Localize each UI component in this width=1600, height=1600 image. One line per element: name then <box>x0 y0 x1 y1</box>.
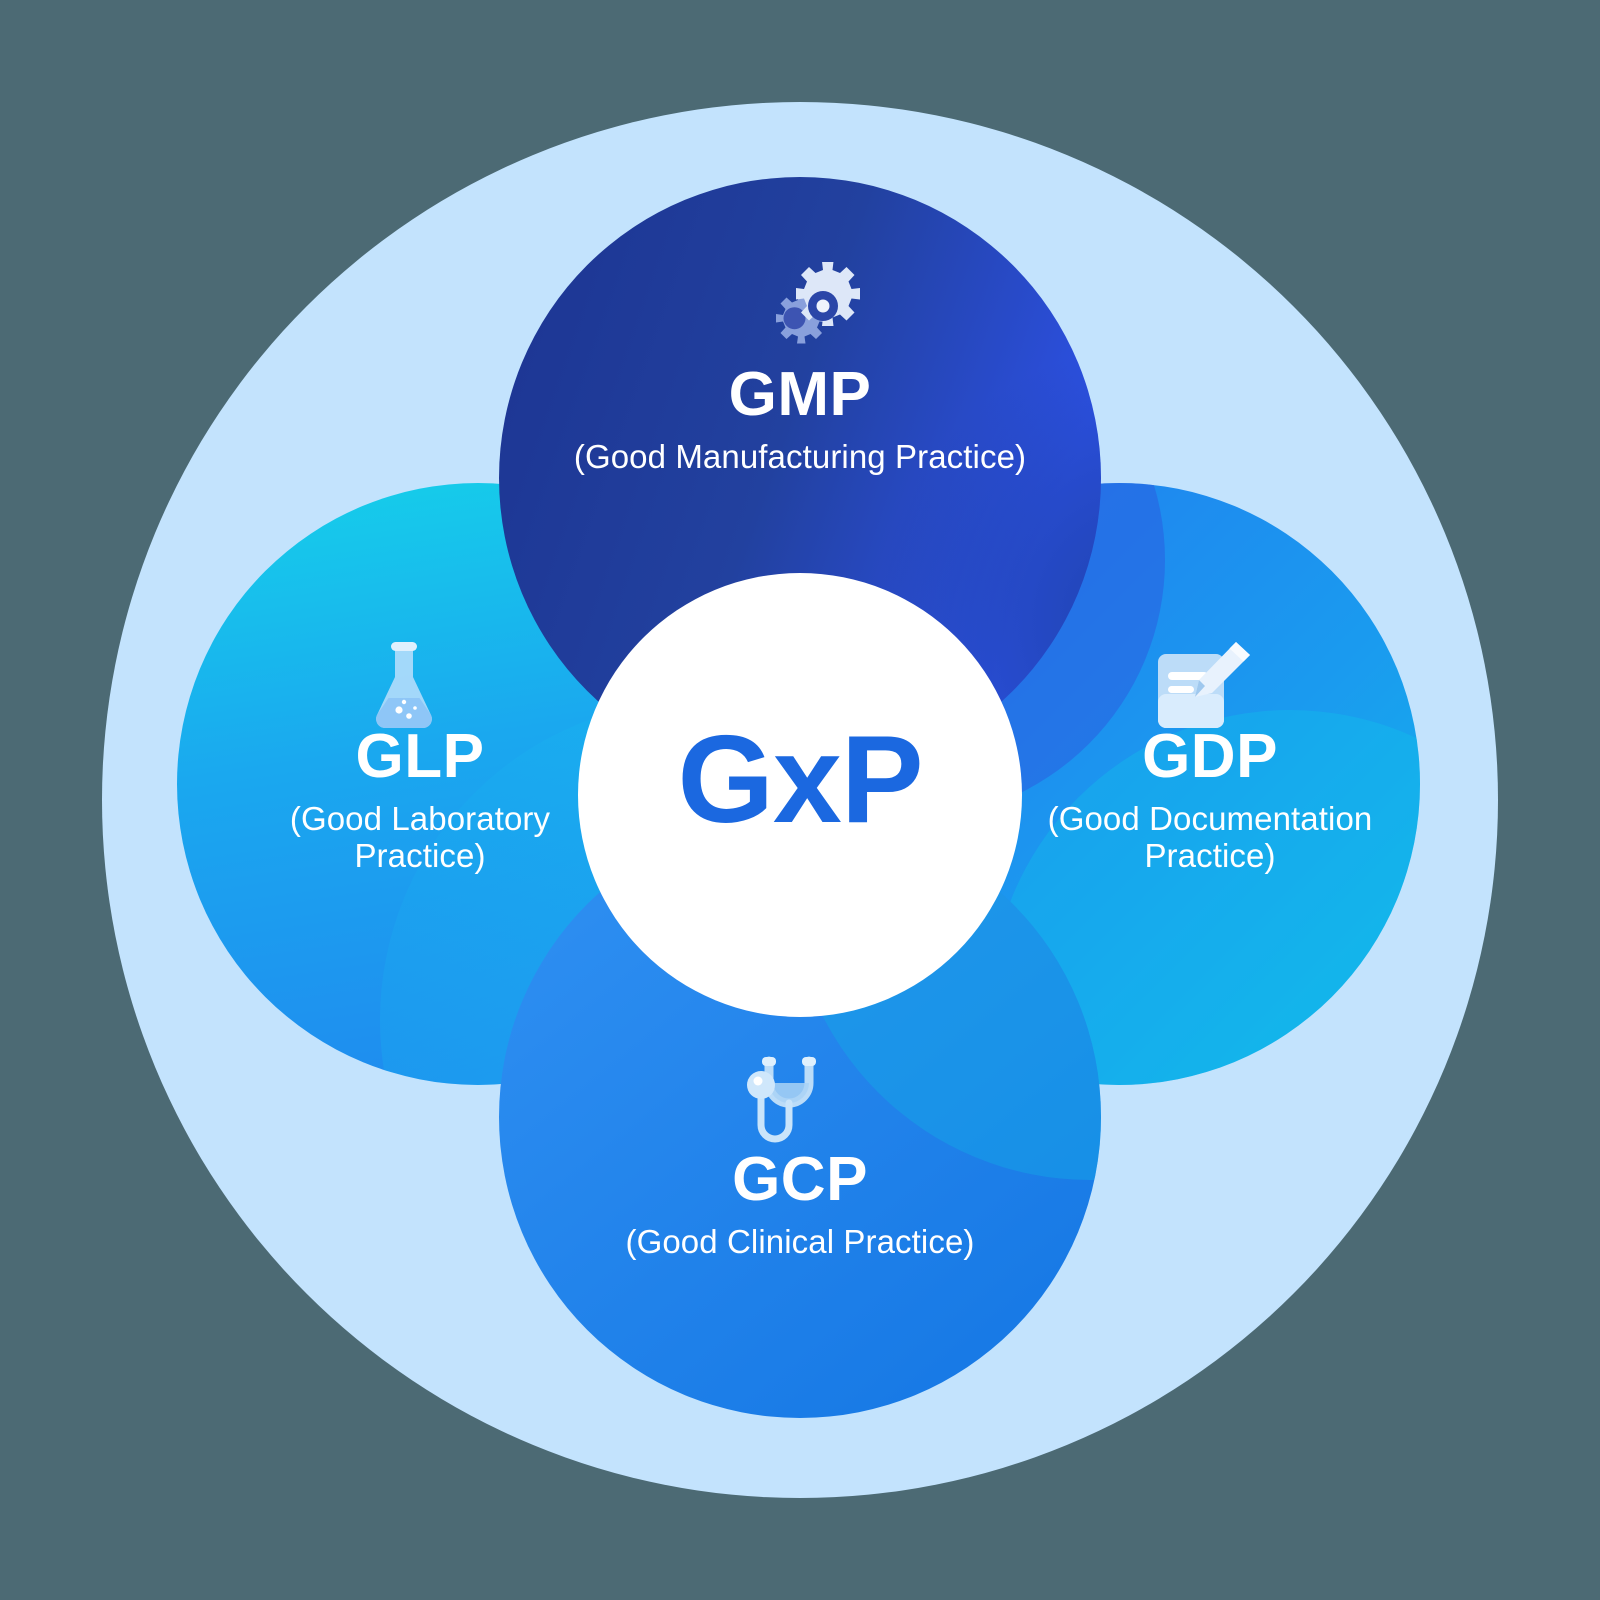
center-circle[interactable] <box>578 573 1022 1017</box>
